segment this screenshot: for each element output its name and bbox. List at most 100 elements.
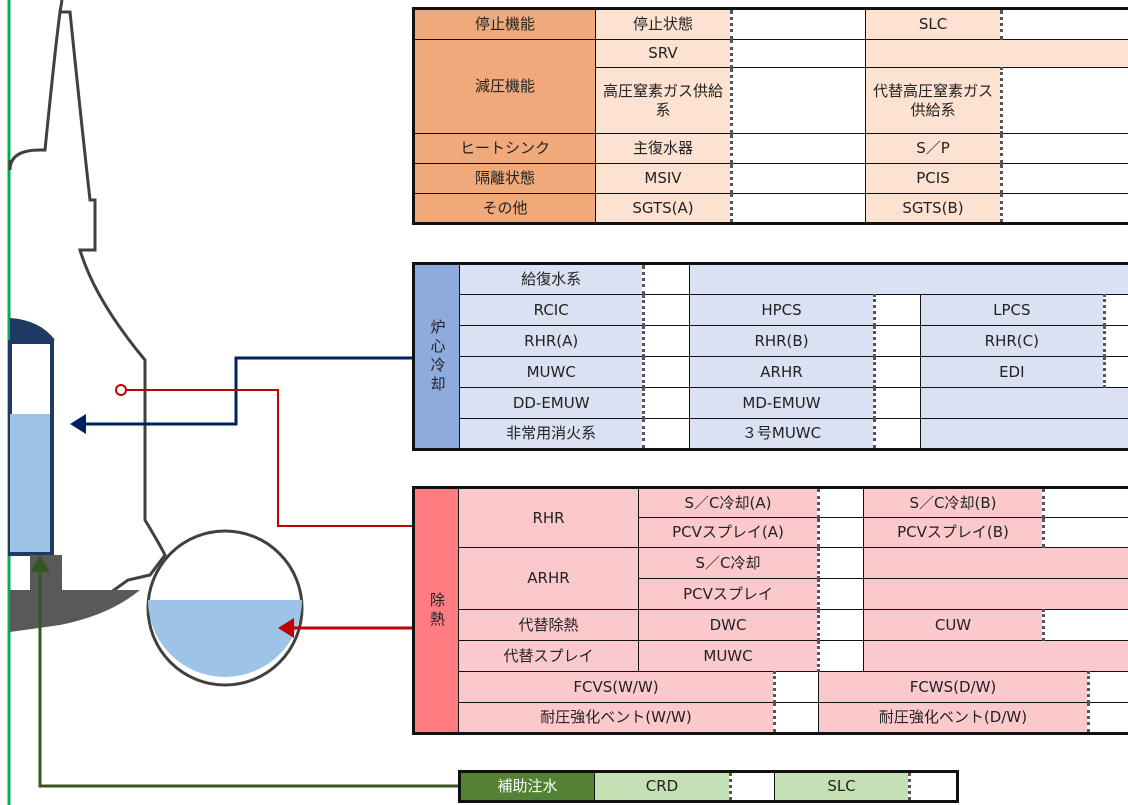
group-label: 隔離状態: [413, 163, 596, 194]
status-indicator: [817, 640, 864, 672]
item-label: RCIC: [459, 294, 645, 326]
spray-line: [127, 389, 412, 527]
group-label: 代替スプレイ: [458, 640, 639, 672]
status-indicator: [817, 547, 864, 579]
status-indicator: [1000, 133, 1128, 164]
status-indicator: [729, 771, 775, 802]
item-label: ARHR: [689, 356, 875, 388]
base-mat: [10, 590, 140, 632]
spray-nozzle: [115, 384, 127, 396]
group-label: ヒートシンク: [413, 133, 596, 164]
status-indicator: [1000, 163, 1128, 194]
empty-cell: [863, 578, 1128, 610]
item-label: CUW: [863, 609, 1044, 641]
status-indicator: [908, 771, 958, 802]
core-cooling-arrowhead: [70, 414, 86, 434]
status-indicator: [642, 294, 691, 326]
status-indicator: [1087, 671, 1128, 703]
item-label: MUWC: [459, 356, 645, 388]
status-indicator: [817, 578, 864, 610]
status-indicator: [1102, 356, 1128, 388]
status-indicator: [817, 517, 864, 548]
status-indicator: [872, 294, 921, 326]
status-indicator: [872, 387, 921, 419]
item-label: 耐圧強化ベント(D/W): [818, 702, 1089, 734]
item-label: SRV: [595, 39, 732, 68]
empty-cell: [919, 387, 1128, 419]
status-indicator: [730, 67, 866, 134]
status-indicator: [730, 193, 866, 224]
aux-injection-table: 補助注水 CRD SLC: [458, 770, 959, 803]
status-indicator: [642, 418, 691, 450]
item-label: LPCS: [919, 294, 1105, 326]
empty-cell: [863, 640, 1128, 672]
status-indicator: [730, 8, 866, 40]
heat-removal-arrowhead: [278, 618, 294, 638]
item-label: SGTS(A): [595, 193, 732, 224]
status-indicator: [817, 487, 864, 518]
group-label: ARHR: [458, 547, 639, 610]
pedestal: [30, 555, 62, 590]
item-label: PCVスプレイ(B): [863, 517, 1044, 548]
item-label: RHR(A): [459, 325, 645, 357]
item-label: S／C冷却: [638, 547, 819, 579]
status-indicator: [1042, 517, 1128, 548]
item-label: FCWS(D/W): [818, 671, 1089, 703]
status-indicator: [1042, 609, 1128, 641]
item-label: HPCS: [689, 294, 875, 326]
status-indicator: [642, 356, 691, 388]
status-indicator: [1000, 193, 1128, 224]
status-indicator: [1102, 325, 1128, 357]
status-indicator: [730, 163, 866, 194]
shutdown-status-table: 停止機能 停止状態 SLC 減圧機能 SRV 高圧窒素ガス供給系 代替高圧窒素ガ…: [412, 7, 1128, 225]
status-indicator: [773, 702, 819, 734]
item-label: EDI: [919, 356, 1105, 388]
aux-injection-flow-line: [38, 565, 458, 788]
status-indicator: [1102, 294, 1128, 326]
item-label: S／C冷却(A): [638, 487, 819, 518]
containment-vessel-outline: [8, 10, 167, 602]
item-label: S／C冷却(B): [863, 487, 1044, 518]
item-label: MD-EMUW: [689, 387, 875, 419]
status-indicator: [730, 39, 866, 68]
empty-cell: [919, 418, 1128, 450]
item-label: 給復水系: [459, 263, 645, 295]
status-indicator: [872, 356, 921, 388]
item-label: 代替高圧窒素ガス供給系: [865, 67, 1002, 134]
item-label: MSIV: [595, 163, 732, 194]
aux-injection-label: 補助注水: [459, 771, 595, 802]
status-indicator: [642, 263, 691, 295]
item-label: RHR(C): [919, 325, 1105, 357]
status-indicator: [642, 325, 691, 357]
status-indicator: [1000, 67, 1128, 134]
item-label: 停止状態: [595, 8, 732, 40]
item-label: 非常用消火系: [459, 418, 645, 450]
empty-cell: [863, 547, 1128, 579]
status-indicator: [773, 671, 819, 703]
status-indicator: [642, 387, 691, 419]
core-cooling-label: 炉心冷却: [412, 263, 461, 450]
group-label: その他: [413, 193, 596, 224]
core-cooling-table: 炉心冷却 給復水系 RCIC HPCS LPCS RHR(A) RHR(B) R…: [412, 262, 1128, 451]
item-label: DWC: [638, 609, 819, 641]
group-label: 停止機能: [413, 8, 596, 40]
item-label: 耐圧強化ベント(W/W): [458, 702, 775, 734]
item-label: SGTS(B): [865, 193, 1002, 224]
item-label: MUWC: [638, 640, 819, 672]
item-label: 高圧窒素ガス供給系: [595, 67, 732, 134]
item-label: S／P: [865, 133, 1002, 164]
reactor-water: [10, 414, 50, 552]
empty-cell: [689, 263, 1128, 295]
item-label: PCVスプレイ(A): [638, 517, 819, 548]
item-label: CRD: [594, 771, 731, 802]
item-label: PCVスプレイ: [638, 578, 819, 610]
item-label: ３号MUWC: [689, 418, 875, 450]
group-label: 代替除熱: [458, 609, 639, 641]
aux-injection-arrowhead: [30, 555, 50, 572]
status-indicator: [817, 609, 864, 641]
status-indicator: [872, 418, 921, 450]
status-indicator: [730, 133, 866, 164]
item-label: 主復水器: [595, 133, 732, 164]
heat-removal-label: 除熱: [413, 487, 459, 734]
